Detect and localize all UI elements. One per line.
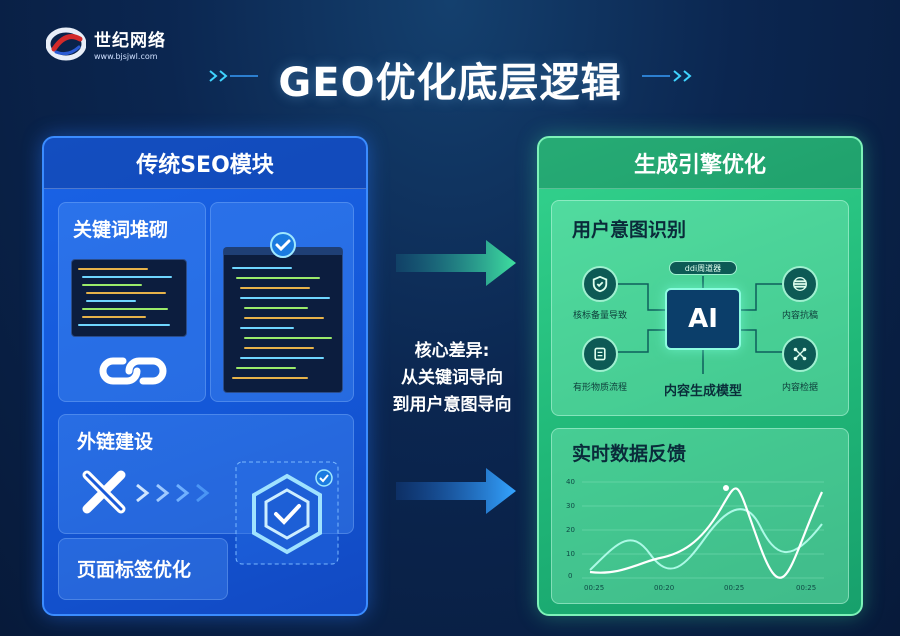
feedback-card-title: 实时数据反馈 [572, 443, 687, 465]
series-line-primary [589, 487, 824, 579]
backlink-card-title: 外链建设 [77, 431, 154, 453]
node-stack-label: 内容抗稿 [781, 311, 818, 321]
geo-panel-header: 生成引擎优化 [539, 138, 861, 189]
keyword-card: 关键词堆砌 [58, 202, 206, 402]
editor-card [210, 202, 354, 402]
check-badge-icon [270, 232, 296, 258]
seo-panel-header: 传统SEO模块 [44, 138, 366, 189]
seo-panel: 传统SEO模块 关键词堆砌 [42, 136, 368, 616]
y-axis-ticks: 40 30 20 10 0 [566, 478, 575, 580]
grid-lines [582, 481, 824, 579]
link-chain-icon [99, 357, 167, 385]
series-line-secondary [589, 508, 823, 571]
ai-chip: AI [665, 288, 741, 350]
brand-name: 世纪网络 [94, 31, 166, 51]
node-stack [782, 266, 818, 302]
page-tag-card: 页面标签优化 [58, 538, 228, 600]
node-shield [582, 266, 618, 302]
y-tick: 40 [566, 478, 575, 486]
feedback-chart: 40 30 20 10 0 00:25 00:20 00:25 00:25 [566, 478, 824, 592]
node-network [782, 336, 818, 372]
node-shield-label: 核标备量导致 [572, 311, 627, 321]
ai-chip-top-label: ddi周道器 [669, 261, 737, 275]
y-tick: 30 [566, 502, 575, 510]
y-tick: 0 [568, 572, 572, 580]
x-tick: 00:25 [724, 584, 744, 592]
node-network-label: 内容检据 [781, 383, 818, 393]
document-icon [594, 347, 606, 361]
stack-icon [793, 277, 807, 291]
core-difference-line1: 核心差异: [414, 341, 490, 361]
intent-card-title: 用户意图识别 [572, 219, 687, 241]
x-tick: 00:20 [654, 584, 674, 592]
y-tick: 20 [566, 526, 575, 534]
x-tick: 00:25 [796, 584, 816, 592]
feedback-card: 实时数据反馈 [551, 428, 849, 604]
editor-window [223, 247, 343, 393]
core-difference-label: 核心差异: 从关键词导向 到用户意图导向 [372, 338, 532, 419]
keyword-code-block [71, 259, 187, 337]
y-tick: 10 [566, 550, 575, 558]
node-doc [582, 336, 618, 372]
chevrons-icon [136, 483, 210, 503]
series-peak-marker [723, 485, 729, 491]
core-difference-line3: 到用户意图导向 [392, 395, 512, 415]
hex-shield-icon [235, 461, 339, 565]
title-deco-right [642, 70, 692, 82]
x-axis-ticks: 00:25 00:20 00:25 00:25 [584, 584, 816, 592]
arrow-right-top [396, 240, 516, 286]
title-deco-left [209, 70, 258, 82]
page-title: GEO优化底层逻辑 [278, 60, 622, 106]
x-tick: 00:25 [584, 584, 604, 592]
shield-check-icon [592, 275, 608, 293]
keyword-card-title: 关键词堆砌 [73, 219, 169, 241]
brand-url: www.bjsjwl.com [94, 52, 158, 61]
page-tag-card-title: 页面标签优化 [77, 559, 192, 581]
core-difference-line2: 从关键词导向 [401, 368, 503, 388]
arrow-right-bottom [396, 468, 516, 514]
cross-link-icon [82, 470, 126, 514]
brand-logo: 世纪网络 www.bjsjwl.com [46, 26, 166, 61]
network-icon [793, 347, 807, 361]
logo-swirl-icon [46, 27, 86, 60]
node-doc-label: 有形物质流程 [572, 383, 627, 393]
ai-chip-caption: 内容生成模型 [663, 384, 742, 399]
